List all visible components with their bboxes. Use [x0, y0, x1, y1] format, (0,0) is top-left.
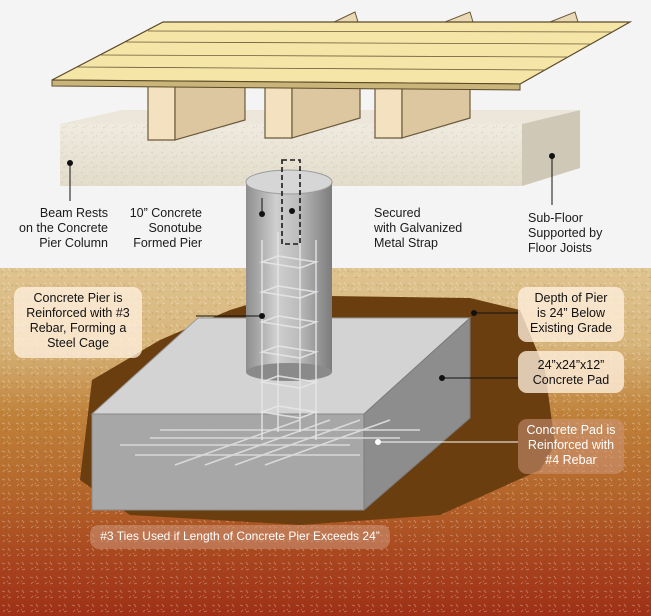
deck-boards: [51, 21, 633, 91]
callout-pad-size: 24”x24”x12” Concrete Pad: [518, 351, 624, 393]
callout-ties-note: #3 Ties Used if Length of Concrete Pier …: [90, 525, 390, 549]
pad-rebar: [120, 419, 420, 466]
callout-pad-reinforced: Concrete Pad is Reinforced with #4 Rebar: [518, 419, 624, 474]
callout-depth: Depth of Pier is 24” Below Existing Grad…: [518, 287, 624, 342]
sub-floor-side: [522, 110, 580, 186]
callout-pier-reinforced: Concrete Pier is Reinforced with #3 Reba…: [14, 287, 142, 358]
metal-strap: [281, 159, 301, 245]
label-metal-strap: Secured with Galvanized Metal Strap: [374, 206, 463, 250]
label-sub-floor: Sub-Floor Supported by Floor Joists: [528, 211, 603, 255]
label-sonotube: 10” Concrete Sonotube Formed Pier: [129, 206, 202, 250]
concrete-pier: [245, 169, 333, 381]
label-beam-rests: Beam Rests on the Concrete Pier Column: [19, 206, 108, 250]
leader-lines: [67, 153, 555, 445]
pier-rebar-cage: [258, 232, 320, 440]
